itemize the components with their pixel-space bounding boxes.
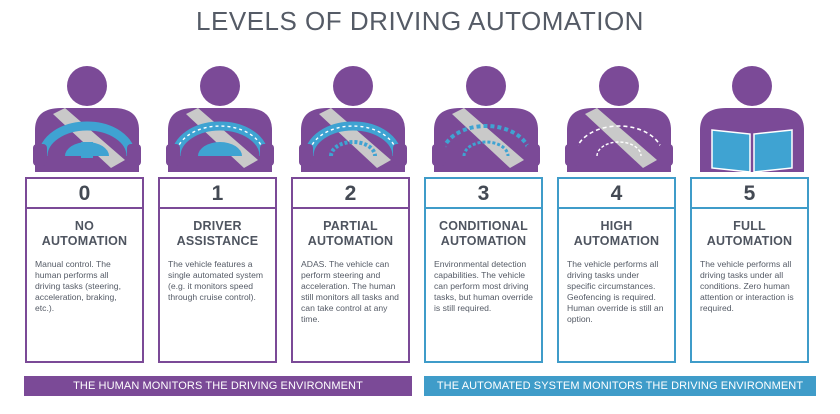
level-description: ADAS. The vehicle can perform steering a…	[301, 259, 399, 324]
level-name: CONDITIONAL AUTOMATION	[426, 219, 541, 249]
level-name-line2: AUTOMATION	[307, 234, 394, 248]
level-name-line1: HIGH	[600, 219, 633, 233]
driver-dotted-wheel-icon	[424, 64, 548, 172]
level-number: 3	[426, 179, 541, 209]
level-card-3: 3 CONDITIONAL AUTOMATION Environmental d…	[424, 177, 543, 363]
system-monitors-banner: THE AUTOMATED SYSTEM MONITORS THE DRIVIN…	[424, 376, 816, 396]
level-name: PARTIAL AUTOMATION	[293, 219, 408, 249]
driver-dotted-wheel-icon	[158, 64, 282, 172]
level-description: The vehicle features a single automated …	[168, 259, 264, 302]
level-card-4: 4 HIGH AUTOMATION The vehicle performs a…	[557, 177, 676, 363]
level-description: The vehicle performs all driving tasks u…	[567, 259, 664, 324]
level-number: 2	[293, 179, 408, 209]
level-name-line2: AUTOMATION	[440, 234, 527, 248]
level-card-0: 0 NO AUTOMATION Manual control. The huma…	[25, 177, 144, 363]
level-name-line2: AUTOMATION	[573, 234, 660, 248]
level-card-1: 1 DRIVER ASSISTANCE The vehicle features…	[158, 177, 277, 363]
level-description: Environmental detection capabilities. Th…	[434, 259, 533, 313]
human-monitors-banner: THE HUMAN MONITORS THE DRIVING ENVIRONME…	[24, 376, 412, 396]
level-name-line1: DRIVER	[193, 219, 242, 233]
level-number: 1	[160, 179, 275, 209]
level-name-line2: AUTOMATION	[41, 234, 128, 248]
level-name: DRIVER ASSISTANCE	[160, 219, 275, 249]
level-number: 5	[692, 179, 807, 209]
level-name-line1: NO	[74, 219, 95, 233]
level-name: HIGH AUTOMATION	[559, 219, 674, 249]
level-name-line1: PARTIAL	[323, 219, 378, 233]
driver-solid-wheel-icon	[25, 64, 149, 172]
level-card-2: 2 PARTIAL AUTOMATION ADAS. The vehicle c…	[291, 177, 410, 363]
level-name: FULL AUTOMATION	[692, 219, 807, 249]
level-name-line2: AUTOMATION	[706, 234, 793, 248]
level-card-5: 5 FULL AUTOMATION The vehicle performs a…	[690, 177, 809, 363]
level-description: Manual control. The human performs all d…	[35, 259, 121, 313]
driver-dotted-wheel-icon	[291, 64, 415, 172]
level-name-line2: ASSISTANCE	[176, 234, 259, 248]
level-name-line1: FULL	[733, 219, 766, 233]
driver-outline-wheel-icon	[557, 64, 681, 172]
level-name-line1: CONDITIONAL	[439, 219, 528, 233]
level-name: NO AUTOMATION	[27, 219, 142, 249]
page-title: LEVELS OF DRIVING AUTOMATION	[196, 6, 644, 36]
level-description: The vehicle performs all driving tasks u…	[700, 259, 794, 313]
level-number: 0	[27, 179, 142, 209]
driver-reading-book-icon	[690, 64, 814, 172]
level-number: 4	[559, 179, 674, 209]
